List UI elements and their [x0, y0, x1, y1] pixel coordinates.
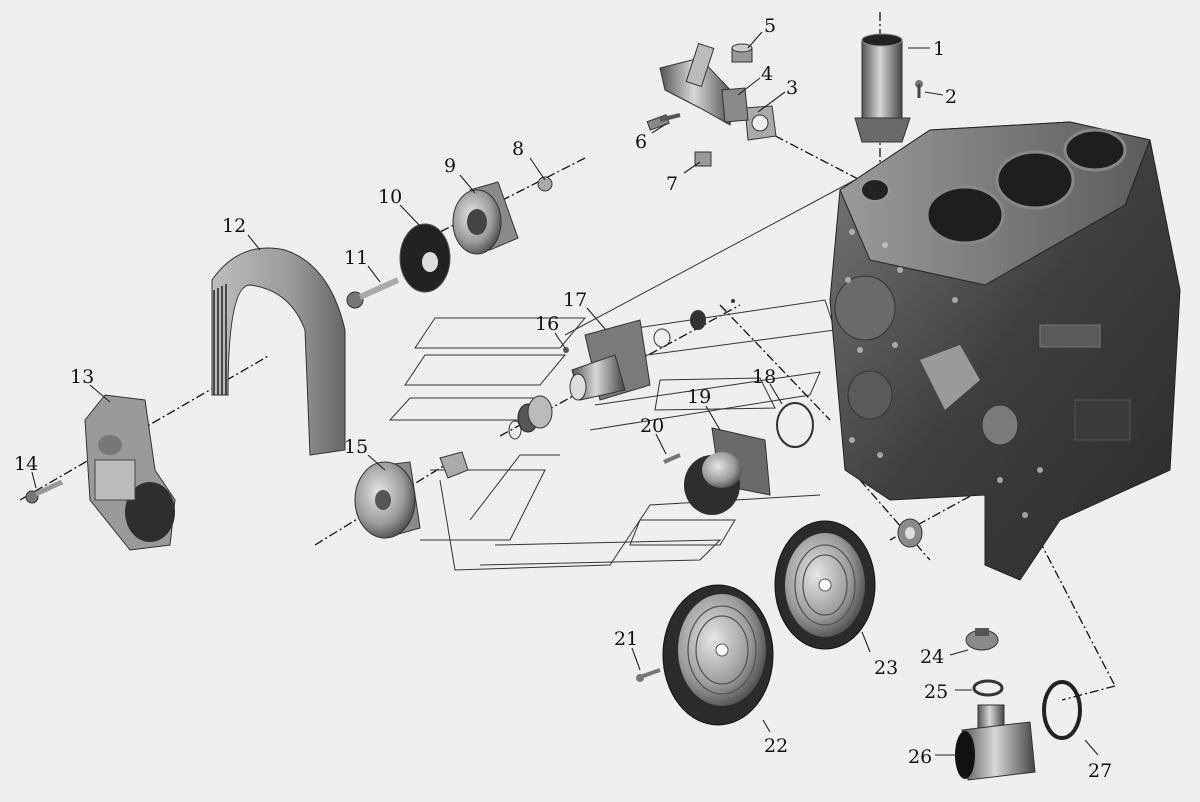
callout-3: 3	[786, 77, 798, 99]
bolt-20	[663, 453, 681, 464]
callout-8: 8	[512, 138, 524, 160]
filler-cap	[965, 628, 999, 651]
seal-ring	[508, 347, 569, 440]
oil-filler-housing	[955, 704, 1036, 781]
dust-shield	[399, 223, 451, 293]
belt-tensioner	[84, 394, 176, 551]
callout-22: 22	[764, 735, 788, 757]
small-bolt	[915, 80, 923, 98]
callout-18: 18	[752, 366, 776, 388]
idler-pulley	[452, 181, 519, 255]
seal-ring-27	[1042, 680, 1082, 740]
drive-belt	[211, 247, 346, 456]
callout-27: 27	[1088, 760, 1112, 782]
callout-16: 16	[535, 313, 559, 335]
callout-19: 19	[687, 386, 711, 408]
callout-10: 10	[378, 186, 402, 208]
callout-25: 25	[924, 681, 948, 703]
callout-13: 13	[70, 366, 94, 388]
leader-lines	[31, 31, 1099, 756]
o-ring	[776, 402, 814, 448]
water-pump-pulley	[354, 461, 421, 539]
cap	[731, 43, 753, 63]
pump-housing	[684, 427, 771, 515]
nut-8	[537, 176, 553, 192]
callout-20: 20	[640, 415, 664, 437]
crankshaft-damper	[662, 584, 774, 726]
callout-labels: 1 2 3 4 5 6 7 8 9 10 11 12 13 14 15 16 1…	[14, 15, 1112, 782]
water-pump-body	[569, 299, 735, 401]
callout-15: 15	[344, 436, 368, 458]
bolt-6	[646, 113, 681, 131]
callout-9: 9	[444, 155, 456, 177]
callout-7: 7	[666, 173, 678, 195]
callout-26: 26	[908, 746, 932, 768]
coolant-outlet-pipe	[854, 33, 911, 143]
callout-6: 6	[635, 131, 647, 153]
callout-23: 23	[874, 657, 898, 679]
crank-hub	[897, 518, 923, 548]
engine-block	[829, 121, 1181, 581]
callout-4: 4	[761, 63, 773, 85]
thermostat-housing	[659, 42, 749, 126]
callout-17: 17	[563, 289, 587, 311]
callout-2: 2	[945, 86, 957, 108]
outline-frames	[388, 179, 856, 571]
bolt-21	[636, 668, 661, 682]
callout-14: 14	[14, 453, 38, 475]
callout-21: 21	[614, 628, 638, 650]
callout-1: 1	[933, 38, 945, 60]
tensioner-bolt	[25, 479, 64, 504]
cap-seal	[972, 679, 1004, 697]
callout-11: 11	[344, 247, 368, 269]
callout-24: 24	[920, 646, 944, 668]
callout-12: 12	[222, 215, 246, 237]
idler-bolt	[346, 277, 400, 309]
crankshaft-pulley	[774, 520, 876, 650]
callout-5: 5	[764, 15, 776, 37]
pump-hub	[439, 451, 469, 479]
gasket-plate	[744, 105, 777, 141]
